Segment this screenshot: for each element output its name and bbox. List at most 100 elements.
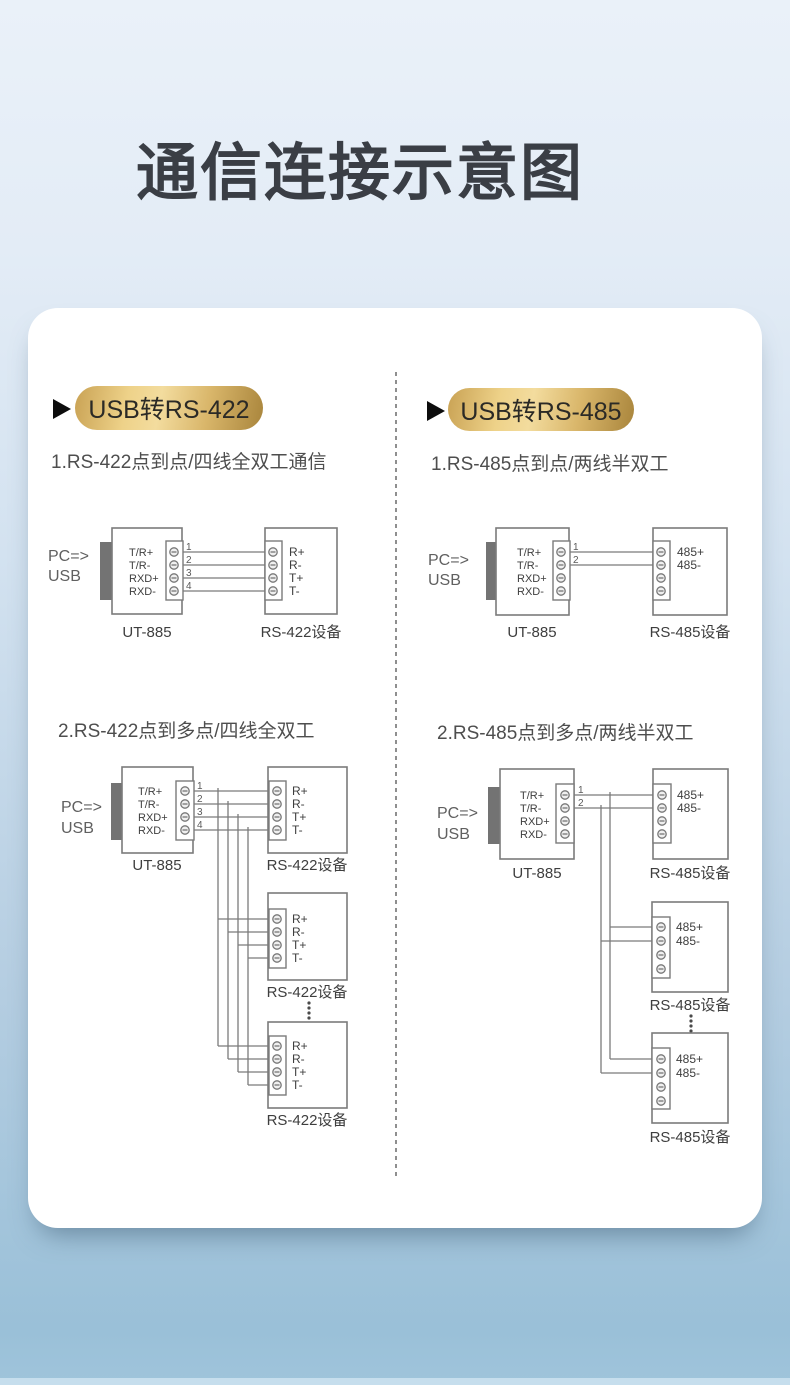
device-terminal-block: [264, 540, 283, 601]
screw-terminal-icon: [560, 829, 570, 839]
device-caption: RS-485设备: [650, 997, 731, 1014]
usb-plug: [100, 542, 112, 600]
terminal-label: T/R-: [517, 560, 539, 572]
adapter-terminal-block: [555, 783, 575, 844]
triangle-bullet-icon: [53, 399, 71, 419]
screw-terminal-icon: [180, 812, 190, 822]
device-caption: RS-485设备: [650, 865, 731, 882]
adapter-caption: UT-885: [132, 857, 181, 874]
device-terminal-label: R-: [289, 558, 302, 572]
device-caption: RS-422设备: [267, 857, 348, 874]
screw-terminal-icon: [272, 1054, 282, 1064]
screw-terminal-icon: [272, 1080, 282, 1090]
screw-terminal-icon: [656, 1054, 666, 1064]
screw-terminal-icon: [656, 1082, 666, 1092]
screw-terminal-icon: [657, 803, 667, 813]
pc-label: PC=>: [61, 799, 102, 816]
device-terminal-block: [268, 780, 287, 841]
screw-terminal-icon: [556, 573, 566, 583]
wire-number: 2: [197, 794, 203, 805]
diagram-rs485-multidrop: PC=> USB T/R+ T/R- RXD+ RXD- 1 2: [437, 768, 731, 1146]
page-title: 通信连接示意图: [135, 139, 584, 208]
device-terminal-label: T+: [292, 810, 306, 824]
adapter-terminal-block: [552, 540, 571, 601]
wire-number: 1: [578, 785, 584, 796]
usb-label: USB: [61, 820, 94, 837]
screw-terminal-icon: [560, 790, 570, 800]
screw-terminal-icon: [656, 964, 666, 974]
device-caption: RS-422设备: [267, 1112, 348, 1129]
screw-terminal-icon: [656, 950, 666, 960]
screw-terminal-icon: [169, 547, 179, 557]
device-terminal-label: 485+: [676, 920, 703, 934]
device-terminal-label: T+: [292, 938, 306, 952]
terminal-label: T/R+: [138, 786, 162, 798]
ellipsis-dot: [307, 1011, 311, 1015]
wire-number: 2: [578, 798, 584, 809]
screw-terminal-icon: [268, 547, 278, 557]
wire-number: 3: [186, 568, 192, 579]
screw-terminal-icon: [169, 560, 179, 570]
wire-number: 3: [197, 807, 203, 818]
usb-label: USB: [428, 572, 461, 589]
screw-terminal-icon: [656, 573, 666, 583]
screw-terminal-icon: [272, 786, 282, 796]
device-caption: RS-422设备: [267, 984, 348, 1001]
ellipsis-dot: [307, 1016, 311, 1020]
adapter-terminal-block: [165, 540, 184, 601]
wire-number: 1: [197, 781, 203, 792]
wire-number: 2: [186, 555, 192, 566]
wire-number: 4: [186, 581, 192, 592]
device-terminal-label: R-: [292, 1052, 305, 1066]
triangle-bullet-icon: [427, 401, 445, 421]
wire-number: 1: [186, 542, 192, 553]
device-terminal-label: T-: [292, 951, 303, 965]
ellipsis-dot: [689, 1024, 693, 1028]
screw-terminal-icon: [657, 829, 667, 839]
device-terminal-label: T-: [292, 1078, 303, 1092]
heading-rs485-p2p: 1.RS-485点到点/两线半双工: [431, 454, 669, 475]
terminal-label: T/R-: [138, 799, 160, 811]
ellipsis-dot: [307, 1001, 311, 1005]
screw-terminal-icon: [560, 803, 570, 813]
screw-terminal-icon: [272, 927, 282, 937]
screw-terminal-icon: [169, 573, 179, 583]
ellipsis-dot: [689, 1014, 693, 1018]
adapter-caption: UT-885: [512, 865, 561, 882]
usb-plug: [486, 542, 497, 600]
device-terminal-label: R+: [292, 912, 308, 926]
screw-terminal-icon: [180, 786, 190, 796]
adapter-caption: UT-885: [122, 624, 171, 641]
usb-label: USB: [48, 568, 81, 585]
heading-rs485-multi: 2.RS-485点到多点/两线半双工: [437, 723, 694, 744]
device-caption: RS-422设备: [261, 624, 342, 641]
screw-terminal-icon: [272, 1041, 282, 1051]
screw-terminal-icon: [180, 799, 190, 809]
ellipsis-dot: [689, 1019, 693, 1023]
device-terminal-label: R+: [292, 1039, 308, 1053]
terminal-label: RXD-: [517, 586, 544, 598]
badge-usb-rs485: USB转RS-485: [448, 388, 634, 431]
terminal-label: T/R+: [129, 547, 153, 559]
terminal-label: RXD+: [129, 573, 159, 585]
device-terminal-label: 485-: [677, 801, 701, 815]
usb-label: USB: [437, 826, 470, 843]
terminal-label: RXD-: [138, 825, 165, 837]
screw-terminal-icon: [272, 812, 282, 822]
device-terminal-block: [268, 1035, 287, 1096]
device-terminal-label: T-: [292, 823, 303, 837]
device-terminal-label: 485-: [676, 934, 700, 948]
terminal-label: RXD+: [520, 816, 550, 828]
screw-terminal-icon: [556, 586, 566, 596]
usb-plug: [488, 787, 500, 844]
screw-terminal-icon: [169, 586, 179, 596]
column-divider: [395, 372, 397, 1176]
pc-label: PC=>: [437, 805, 478, 822]
screw-terminal-icon: [272, 953, 282, 963]
screw-terminal-icon: [268, 586, 278, 596]
ellipsis-dot: [307, 1006, 311, 1010]
diagram-rs422-point-to-point: PC=> USB T/R+ T/R- RXD+ RXD- 1 2 3 4: [48, 527, 342, 641]
screw-terminal-icon: [656, 560, 666, 570]
device-terminal-label: 485-: [677, 558, 701, 572]
